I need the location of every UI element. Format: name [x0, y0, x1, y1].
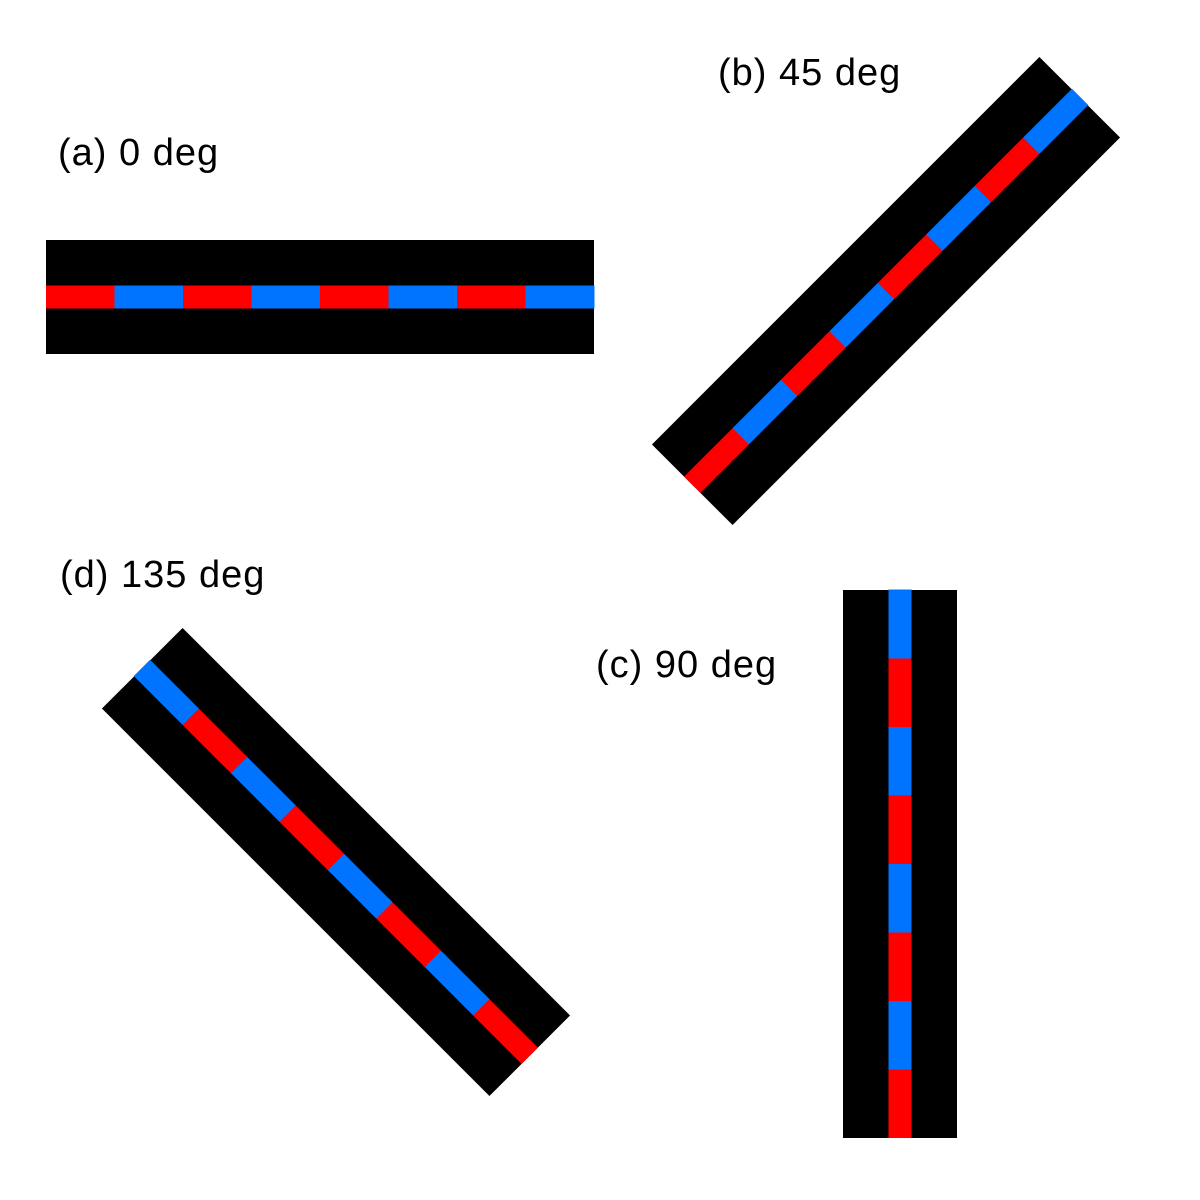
bar-a — [46, 240, 595, 354]
bar-d — [101, 627, 571, 1097]
bar-c — [843, 589, 957, 1138]
bar-d-segment-red — [375, 901, 442, 968]
panel-a-label: (a) 0 deg — [58, 132, 220, 174]
bar-a-segment-blue — [114, 285, 184, 309]
bar-c-segment-blue — [888, 1000, 912, 1070]
bar-b-segment-red — [877, 234, 943, 300]
bar-b-segment-red — [684, 427, 750, 493]
panel-b-label: (b) 45 deg — [718, 52, 902, 94]
bar-a-segment-blue — [388, 285, 458, 309]
bar-d-segment-red — [182, 708, 248, 774]
bar-b — [651, 56, 1121, 526]
bar-c-segment-blue — [888, 589, 912, 659]
bar-a-segment-red — [46, 285, 115, 309]
bar-c-segment-red — [888, 1069, 912, 1138]
bar-d-segment-blue — [133, 659, 199, 725]
bar-d-segment-red — [279, 805, 345, 871]
panel-d-label: (d) 135 deg — [60, 554, 266, 596]
bar-b-segment-blue — [829, 282, 895, 348]
bar-c-segment-red — [888, 795, 912, 864]
bar-b-segment-red — [974, 137, 1040, 203]
bar-d-segment-blue — [230, 756, 296, 822]
bar-a-segment-red — [457, 285, 526, 309]
bar-d-segment-red — [472, 998, 538, 1064]
bar-a-segment-blue — [251, 285, 321, 309]
bar-a-segment-blue — [525, 285, 595, 309]
bar-d-segment-blue — [327, 853, 393, 919]
bar-c-segment-red — [888, 932, 912, 1001]
bar-c-segment-blue — [888, 863, 912, 933]
bar-b-segment-blue — [926, 185, 992, 251]
bar-a-segment-red — [183, 285, 252, 309]
bar-b-segment-red — [780, 330, 847, 397]
bar-c-segment-blue — [888, 726, 912, 796]
bar-b-segment-blue — [1023, 88, 1089, 154]
bar-d-segment-blue — [424, 950, 490, 1016]
bar-b-segment-blue — [732, 379, 798, 445]
bar-a-segment-red — [320, 285, 389, 309]
panel-c-label: (c) 90 deg — [596, 644, 778, 686]
bar-c-segment-red — [888, 658, 912, 727]
